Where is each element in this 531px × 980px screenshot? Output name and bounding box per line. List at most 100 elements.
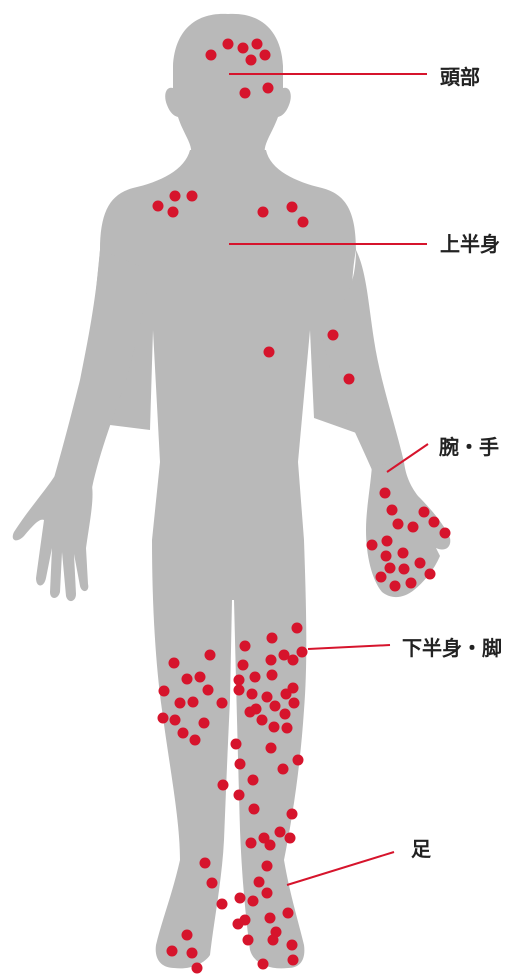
symptom-marker: [170, 715, 181, 726]
symptom-marker: [159, 686, 170, 697]
symptom-marker: [246, 55, 257, 66]
symptom-marker: [288, 655, 299, 666]
symptom-marker: [234, 685, 245, 696]
symptom-marker: [270, 701, 281, 712]
symptom-marker: [235, 759, 246, 770]
symptom-marker: [268, 935, 279, 946]
symptom-marker: [243, 935, 254, 946]
symptom-marker: [285, 833, 296, 844]
symptom-marker: [203, 685, 214, 696]
symptom-marker: [376, 572, 387, 583]
symptom-marker: [281, 689, 292, 700]
symptom-marker: [429, 517, 440, 528]
symptom-marker: [399, 564, 410, 575]
symptom-marker: [192, 963, 203, 974]
symptom-marker: [393, 519, 404, 530]
symptom-marker: [188, 697, 199, 708]
symptom-marker: [238, 660, 249, 671]
symptom-marker: [246, 838, 257, 849]
symptom-marker: [167, 946, 178, 957]
symptom-marker: [231, 739, 242, 750]
label-lower-body-leg: 下半身・脚: [402, 636, 502, 660]
symptom-marker: [265, 913, 276, 924]
symptom-marker: [168, 207, 179, 218]
symptom-marker: [275, 827, 286, 838]
symptom-marker: [266, 655, 277, 666]
symptom-marker: [248, 775, 259, 786]
symptom-marker: [199, 718, 210, 729]
symptom-marker: [240, 915, 251, 926]
symptom-marker: [385, 563, 396, 574]
symptom-marker: [248, 896, 259, 907]
label-foot: 足: [411, 837, 432, 861]
symptom-marker: [240, 641, 251, 652]
symptom-marker: [240, 88, 251, 99]
symptom-marker: [195, 672, 206, 683]
symptom-marker: [287, 809, 298, 820]
symptom-marker: [287, 940, 298, 951]
symptom-marker: [234, 675, 245, 686]
symptom-marker: [250, 672, 261, 683]
symptom-marker: [238, 43, 249, 54]
symptom-marker: [263, 83, 274, 94]
symptom-marker: [297, 647, 308, 658]
symptom-marker: [218, 780, 229, 791]
symptom-marker: [419, 507, 430, 518]
symptom-marker: [175, 698, 186, 709]
symptom-marker: [252, 39, 263, 50]
leader-line-lower-body-leg: [308, 645, 390, 649]
symptom-marker: [206, 50, 217, 61]
head-shape: [165, 14, 291, 170]
symptom-marker: [387, 505, 398, 516]
symptom-marker: [169, 658, 180, 669]
symptom-marker: [247, 689, 258, 700]
symptom-marker: [245, 707, 256, 718]
symptom-marker: [187, 191, 198, 202]
left-hand-shape: [13, 474, 93, 601]
symptom-marker: [425, 569, 436, 580]
symptom-marker: [380, 488, 391, 499]
symptom-marker: [262, 861, 273, 872]
label-arm-hand: 腕・手: [438, 435, 499, 459]
symptom-marker: [289, 698, 300, 709]
symptom-marker: [264, 347, 275, 358]
symptom-marker: [267, 633, 278, 644]
symptom-marker: [262, 888, 273, 899]
symptom-marker: [282, 723, 293, 734]
symptom-marker: [280, 709, 291, 720]
symptom-marker: [257, 715, 268, 726]
symptom-marker: [344, 374, 355, 385]
symptom-marker: [234, 790, 245, 801]
symptom-marker: [265, 840, 276, 851]
symptom-marker: [328, 330, 339, 341]
symptom-marker: [262, 692, 273, 703]
symptom-marker: [223, 39, 234, 50]
legs-shape: [152, 540, 306, 968]
symptom-marker: [390, 581, 401, 592]
symptom-marker: [254, 877, 265, 888]
leader-line-foot: [287, 852, 394, 885]
symptom-marker: [258, 959, 269, 970]
symptom-marker: [406, 578, 417, 589]
symptom-marker: [207, 878, 218, 889]
symptom-marker: [266, 743, 277, 754]
symptom-marker: [415, 558, 426, 569]
symptom-marker: [288, 955, 299, 966]
symptom-marker: [249, 804, 260, 815]
symptom-marker: [267, 670, 278, 681]
symptom-marker: [260, 50, 271, 61]
symptom-marker: [293, 755, 304, 766]
symptom-marker: [178, 728, 189, 739]
symptom-marker: [258, 207, 269, 218]
symptom-marker: [382, 536, 393, 547]
symptom-marker: [187, 948, 198, 959]
symptom-marker: [200, 858, 211, 869]
symptom-marker: [287, 202, 298, 213]
symptom-marker: [381, 551, 392, 562]
symptom-marker: [217, 698, 228, 709]
symptom-marker: [190, 735, 201, 746]
symptom-marker: [298, 217, 309, 228]
symptom-marker: [283, 908, 294, 919]
symptom-marker: [153, 201, 164, 212]
